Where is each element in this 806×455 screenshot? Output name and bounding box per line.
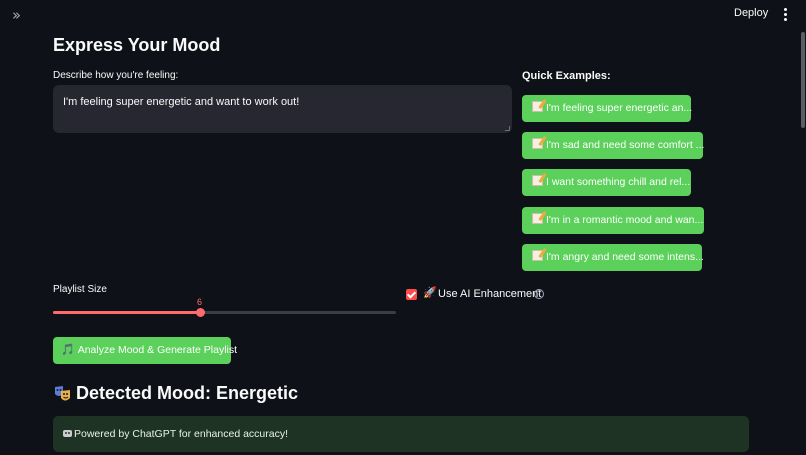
quick-example-button-1[interactable]: I'm feeling super energetic an... bbox=[522, 95, 693, 122]
quick-example-label: I'm feeling super energetic an... bbox=[546, 102, 693, 114]
quick-example-label: I'm angry and need some intens... bbox=[546, 251, 704, 263]
quick-example-button-5[interactable]: I'm angry and need some intens... bbox=[522, 244, 704, 271]
quick-example-button-4[interactable]: I'm in a romantic mood and wan... bbox=[522, 207, 704, 234]
quick-example-label: I'm sad and need some comfort ... bbox=[546, 139, 705, 151]
quick-example-button-3[interactable]: I want something chill and rel... bbox=[522, 169, 691, 196]
theater-masks-icon bbox=[55, 386, 70, 401]
mood-input[interactable] bbox=[53, 85, 512, 133]
analyze-mood-button[interactable]: 🎵Analyze Mood & Generate Playlist bbox=[53, 337, 237, 364]
detected-mood-title: Detected Mood: Energetic bbox=[76, 383, 299, 403]
slider-fill bbox=[53, 311, 201, 314]
quick-example-label: I want something chill and rel... bbox=[546, 176, 691, 188]
playlist-size-value: 6 bbox=[197, 297, 203, 307]
top-bar: ›› Deploy bbox=[0, 0, 806, 30]
memo-icon bbox=[532, 138, 543, 149]
mood-input-label: Describe how you're feeling: bbox=[53, 70, 179, 81]
double-chevron-right-icon[interactable]: ›› bbox=[12, 6, 21, 24]
deploy-button[interactable]: Deploy bbox=[734, 7, 769, 19]
playlist-size-slider[interactable] bbox=[53, 308, 396, 317]
memo-icon bbox=[532, 101, 543, 112]
question-circle-icon[interactable]: ? bbox=[534, 289, 544, 299]
quick-example-label: I'm in a romantic mood and wan... bbox=[546, 214, 704, 226]
playlist-size-label: Playlist Size bbox=[53, 284, 107, 295]
page-scrollbar[interactable] bbox=[801, 32, 805, 128]
quick-examples-heading: Quick Examples: bbox=[522, 70, 611, 82]
music-note-icon: 🎵 bbox=[61, 344, 75, 356]
ai-enhancement-checkbox[interactable] bbox=[406, 289, 417, 300]
quick-example-button-2[interactable]: I'm sad and need some comfort ... bbox=[522, 132, 705, 159]
page-title: Express Your Mood bbox=[53, 35, 221, 55]
slider-thumb[interactable] bbox=[195, 308, 205, 317]
info-box-text: Powered by ChatGPT for enhanced accuracy… bbox=[74, 428, 289, 440]
info-box: Powered by ChatGPT for enhanced accuracy… bbox=[53, 416, 749, 452]
rocket-icon: 🚀 bbox=[423, 287, 437, 299]
analyze-mood-button-label: Analyze Mood & Generate Playlist bbox=[77, 344, 238, 356]
memo-icon bbox=[532, 213, 543, 224]
memo-icon bbox=[532, 175, 543, 186]
vertical-dots-icon[interactable] bbox=[780, 5, 790, 23]
resize-handle[interactable] bbox=[505, 126, 510, 131]
robot-icon bbox=[63, 430, 72, 437]
ai-enhancement-label[interactable]: Use AI Enhancement bbox=[438, 288, 542, 300]
memo-icon bbox=[532, 250, 543, 261]
